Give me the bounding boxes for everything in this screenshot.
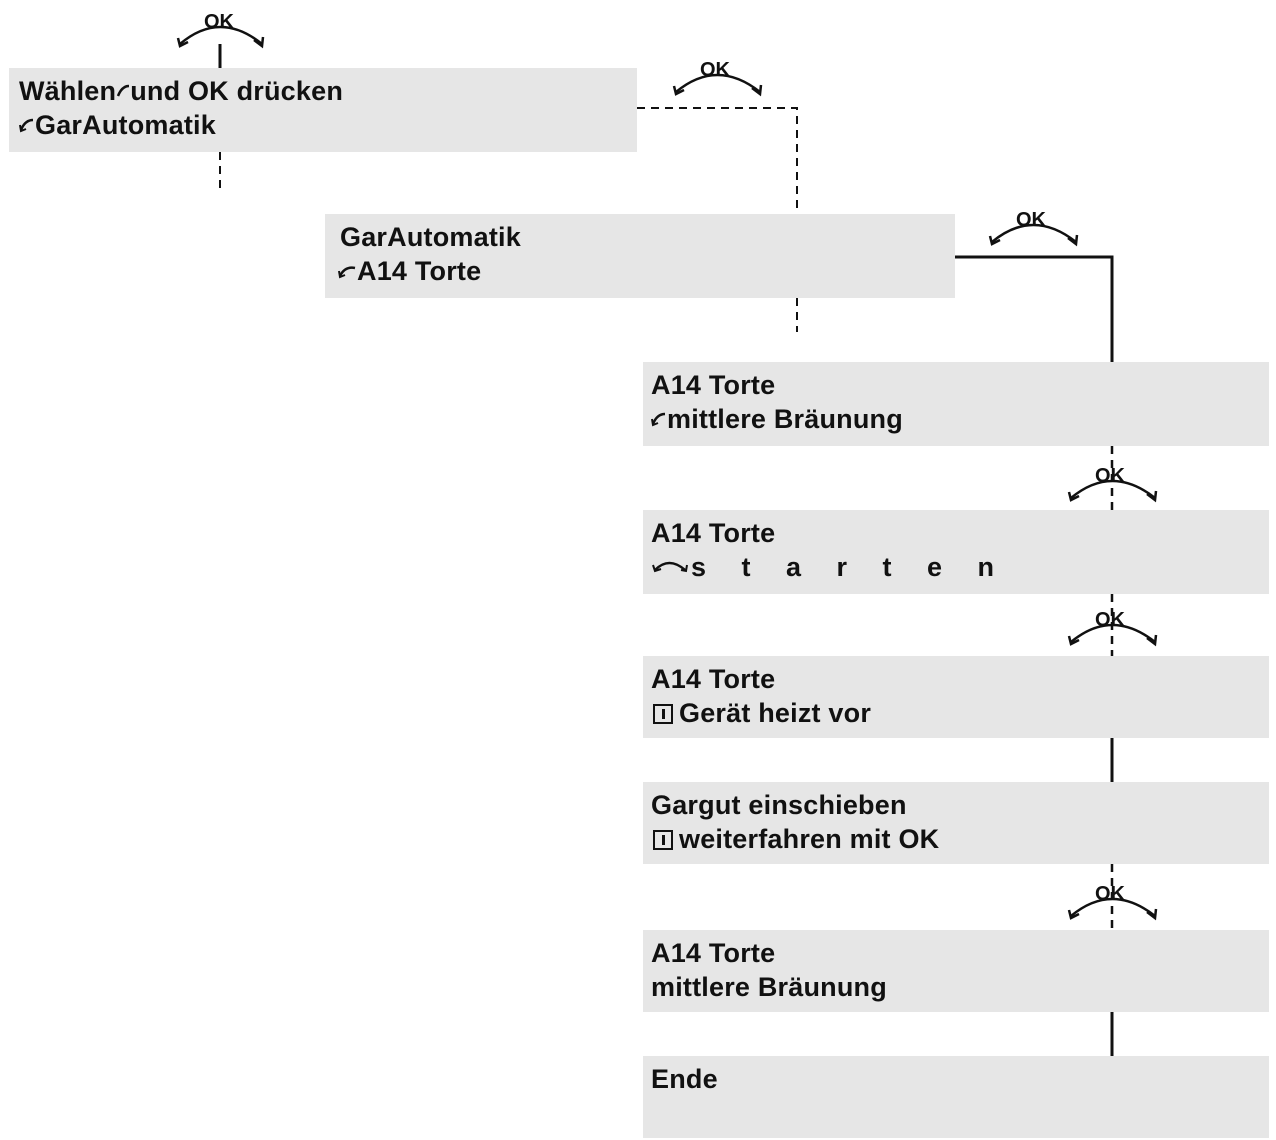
ok-label: OK xyxy=(204,11,234,33)
rotary-knob-icon xyxy=(651,554,691,581)
display-box-garautomatik: GarAutomatik A14 Torte xyxy=(325,214,955,298)
display-line-1: Gargut einschieben xyxy=(651,790,907,820)
info-icon xyxy=(653,830,673,850)
display-line-2: mittlere Bräunung xyxy=(651,972,887,1002)
display-box-preheat: A14 Torte Gerät heizt vor xyxy=(643,656,1269,738)
ok-label: OK xyxy=(1016,209,1046,231)
rotary-knob-icon xyxy=(19,112,35,139)
display-line-1: GarAutomatik xyxy=(340,222,521,252)
ok-label: OK xyxy=(1095,465,1125,487)
ok-label: OK xyxy=(1095,883,1125,905)
display-line-2: Gerät heizt vor xyxy=(679,698,872,728)
display-line-2: A14 Torte xyxy=(357,256,482,286)
rotary-knob-icon xyxy=(116,78,130,105)
display-line-2: mittlere Bräunung xyxy=(667,404,903,434)
ok-rotate-icon xyxy=(988,223,1079,247)
display-line-2: s t a r t e n xyxy=(691,552,1009,582)
ok-label: OK xyxy=(1095,609,1125,631)
ok-rotate-icon xyxy=(1067,479,1158,503)
display-line-2: GarAutomatik xyxy=(35,110,216,140)
ok-rotate-icon xyxy=(1067,897,1158,921)
display-box-result: A14 Torte mittlere Bräunung xyxy=(643,930,1269,1012)
display-line-1a: Wählen xyxy=(19,76,117,106)
display-box-insert: Gargut einschieben weiterfahren mit OK xyxy=(643,782,1269,864)
display-box-start: A14 Torte s t a r t e n xyxy=(643,510,1269,594)
ok-rotate-icon xyxy=(1067,623,1158,647)
display-line-1b: und OK drücken xyxy=(130,76,344,106)
ok-rotate-icon xyxy=(176,25,265,49)
info-icon xyxy=(653,704,673,724)
display-line-1: A14 Torte xyxy=(651,370,776,400)
ok-label: OK xyxy=(700,59,730,81)
display-box-end: Ende xyxy=(643,1056,1269,1138)
rotary-knob-icon xyxy=(651,406,667,433)
display-box-select: Wählen und OK drücken GarAutomatik xyxy=(9,68,637,152)
display-line-2: weiterfahren mit OK xyxy=(679,824,940,854)
display-line-1: A14 Torte xyxy=(651,664,776,694)
ok-rotate-icon xyxy=(672,73,763,97)
display-line-1: Ende xyxy=(651,1064,718,1094)
display-box-browning: A14 Torte mittlere Bräunung xyxy=(643,362,1269,446)
rotary-knob-icon xyxy=(337,258,357,285)
display-line-1: A14 Torte xyxy=(651,518,776,548)
display-line-1: A14 Torte xyxy=(651,938,776,968)
